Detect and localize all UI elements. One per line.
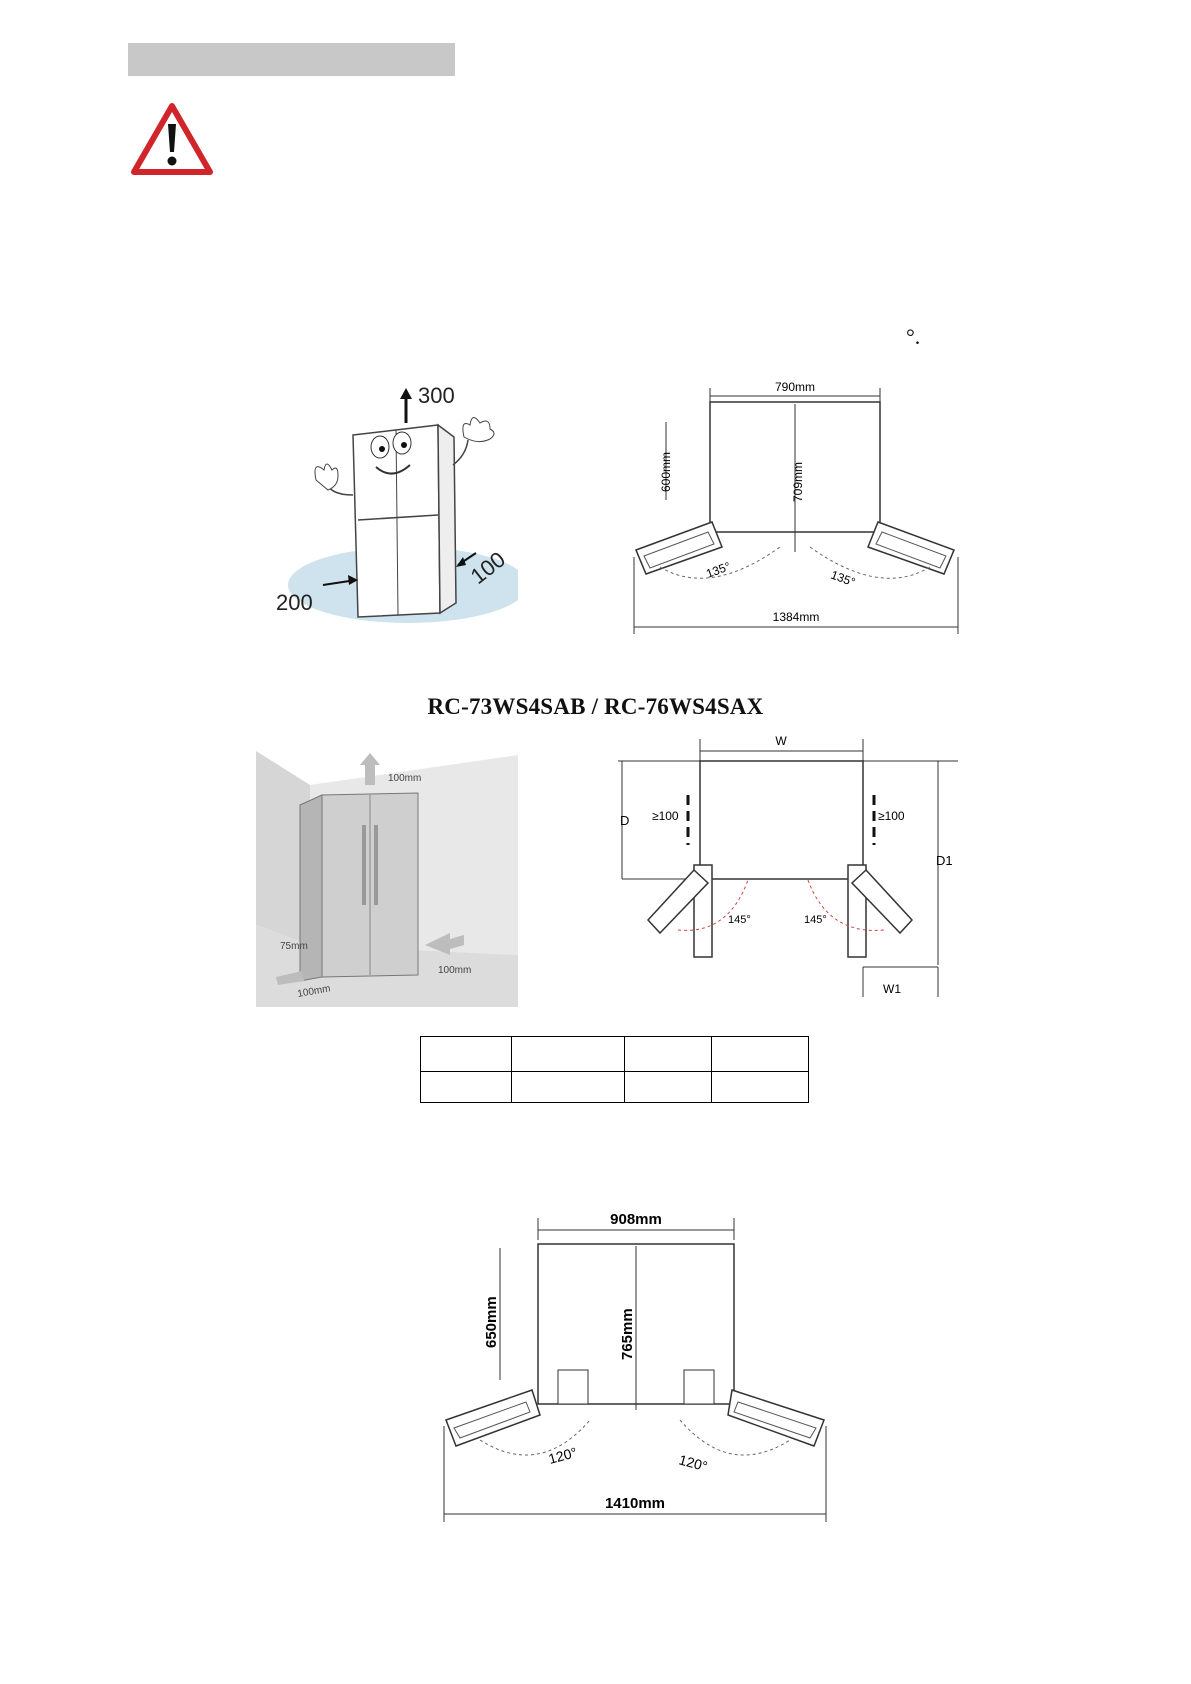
table-cell (511, 1036, 625, 1072)
warning-triangle-icon (131, 103, 213, 175)
angle-right-label-2: 145° (804, 914, 827, 926)
angle-right-label-3: 120° (677, 1451, 709, 1474)
plan-w1-label: W1 (883, 982, 901, 996)
total-1410-label: 1410mm (605, 1495, 665, 1512)
angle-left-label-2: 145° (728, 914, 751, 926)
table-cell (624, 1071, 712, 1103)
table-cell (420, 1036, 512, 1072)
angle-left-label-3: 120° (547, 1444, 579, 1467)
width-908-label: 908mm (610, 1211, 662, 1228)
spec-table (420, 1036, 809, 1103)
depth-650-label: 650mm (483, 1296, 500, 1348)
table-cell (511, 1071, 625, 1103)
model-title: RC-73WS4SAB / RC-76WS4SAX (427, 694, 764, 719)
degree-mark: °. (906, 324, 921, 349)
plan-d1-label: D1 (936, 853, 953, 868)
room-front-label: 100mm (438, 965, 471, 976)
room-side-label: 75mm (280, 941, 308, 952)
plan-depth-center-label: 709mm (791, 462, 805, 502)
clearance-left-label: 200 (276, 590, 313, 615)
room-top-label: 100mm (388, 773, 421, 784)
plan-total-label: 1384mm (773, 610, 820, 624)
door-swing-plan-wd: W D ≥100 ≥100 D1 145° 145° W1 (608, 735, 964, 1003)
table-row (420, 1071, 809, 1103)
depth-765-label: 765mm (619, 1308, 636, 1360)
table-cell (624, 1036, 712, 1072)
room-installation-figure: 100mm 100mm 75mm 100mm (250, 745, 518, 1007)
gap-left-label: ≥100 (652, 809, 679, 823)
table-row (420, 1036, 809, 1072)
plan-width-label: 790mm (775, 382, 815, 394)
angle-left-label: 135° (704, 559, 732, 581)
gap-right-label: ≥100 (878, 809, 905, 823)
plan-depth-left-label: 600mm (659, 452, 673, 492)
door-swing-plan-908: 908mm 650mm 765mm 120° 120° 1410mm (440, 1210, 830, 1532)
section-header-bar (128, 43, 455, 76)
clearance-top-label: 300 (418, 385, 455, 408)
table-cell (711, 1071, 809, 1103)
door-swing-plan-790: 790mm 600mm 709mm 135° 135° 1384mm (630, 382, 970, 644)
table-cell (420, 1071, 512, 1103)
table-cell (711, 1036, 809, 1072)
plan-d-label: D (620, 813, 629, 828)
plan-w-label: W (775, 735, 787, 748)
cartoon-fridge-clearance-figure: 300 100 200 (268, 385, 518, 630)
